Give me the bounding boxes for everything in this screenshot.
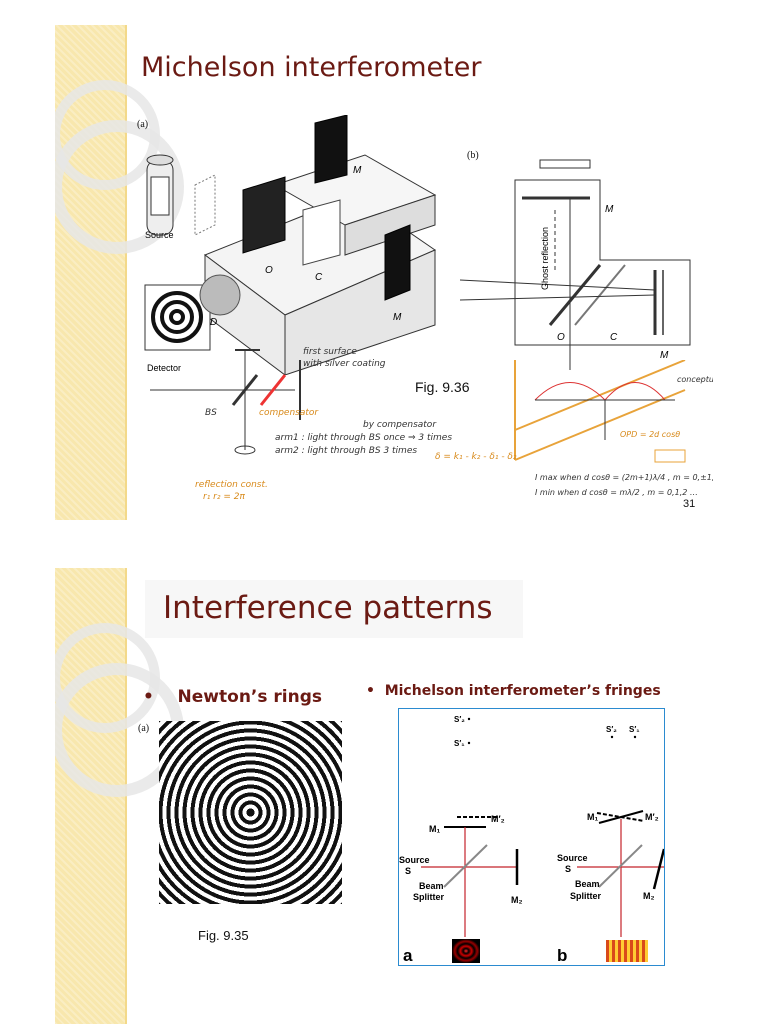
label-b: b (557, 946, 567, 965)
svg-text:Ghost reflection: Ghost reflection (540, 227, 550, 290)
svg-text:M: M (660, 350, 669, 361)
svg-text:M₁: M₁ (429, 824, 440, 834)
detector-label: Detector (147, 363, 181, 373)
fringes-diagram: S′₂ S′₁ M₁ M′₂ M₂ Source S Beam Splitter… (399, 715, 669, 965)
interferometer-top-view-diagram: M M O C Ghost reflection (460, 159, 691, 370)
svg-text:S′₁: S′₁ (629, 725, 640, 734)
svg-text:S: S (565, 864, 571, 874)
slide-title: Michelson interferometer (141, 52, 482, 83)
svg-text:O: O (557, 332, 565, 343)
source-label: Source (145, 230, 174, 240)
svg-text:M′₂: M′₂ (491, 814, 505, 824)
svg-text:M: M (605, 204, 614, 215)
bullet-michelson-fringes: • Michelson interferometer’s fringes (366, 683, 661, 699)
decorative-sidebar (55, 568, 184, 1024)
svg-text:C: C (610, 332, 618, 343)
svg-text:M: M (353, 165, 362, 176)
svg-text:M′₂: M′₂ (645, 812, 659, 822)
svg-text:D: D (210, 317, 217, 328)
svg-text:Beam: Beam (575, 879, 600, 889)
svg-text:M₂: M₂ (643, 891, 655, 901)
svg-text:Source: Source (399, 855, 430, 865)
page-number: 31 (683, 498, 696, 510)
slide-michelson: Michelson interferometer (a) Source Dete… (55, 25, 713, 520)
newtons-rings-image (159, 721, 342, 904)
figure-label-a: (a) (138, 723, 150, 734)
svg-text:S′₁: S′₁ (454, 739, 465, 748)
conceptual-diagram (514, 360, 686, 463)
svg-text:M₁: M₁ (587, 812, 598, 822)
michelson-fringes-panel: S′₂ S′₁ M₁ M′₂ M₂ Source S Beam Splitter… (398, 708, 669, 966)
svg-text:Source: Source (557, 853, 588, 863)
svg-text:S: S (405, 866, 411, 876)
title-box (145, 580, 523, 638)
svg-text:Beam: Beam (419, 881, 444, 891)
handwritten-schematic (150, 349, 301, 455)
svg-text:S′₂: S′₂ (454, 715, 465, 724)
figure-label-a: (a) (137, 119, 149, 130)
svg-text:Splitter: Splitter (413, 892, 445, 902)
svg-text:M: M (393, 312, 402, 323)
label-a: a (403, 946, 413, 965)
slide-title: Interference patterns (163, 590, 493, 626)
svg-text:S′₂: S′₂ (606, 725, 617, 734)
slide-interference-patterns: Interference patterns • Newton’s rings •… (55, 568, 713, 1024)
svg-text:C: C (315, 272, 323, 283)
svg-text:Splitter: Splitter (570, 891, 602, 901)
svg-text:O: O (265, 265, 273, 276)
bullet-newtons-rings: • Newton’s rings (143, 687, 323, 707)
figure-label-b: (b) (467, 150, 479, 161)
svg-text:M₂: M₂ (511, 895, 523, 905)
figure-caption: Fig. 9.36 (415, 379, 470, 395)
interferometer-3d-diagram: Source Detector M M O C D (144, 115, 437, 375)
figure-caption: Fig. 9.35 (198, 928, 249, 943)
decorative-sidebar (55, 25, 184, 520)
